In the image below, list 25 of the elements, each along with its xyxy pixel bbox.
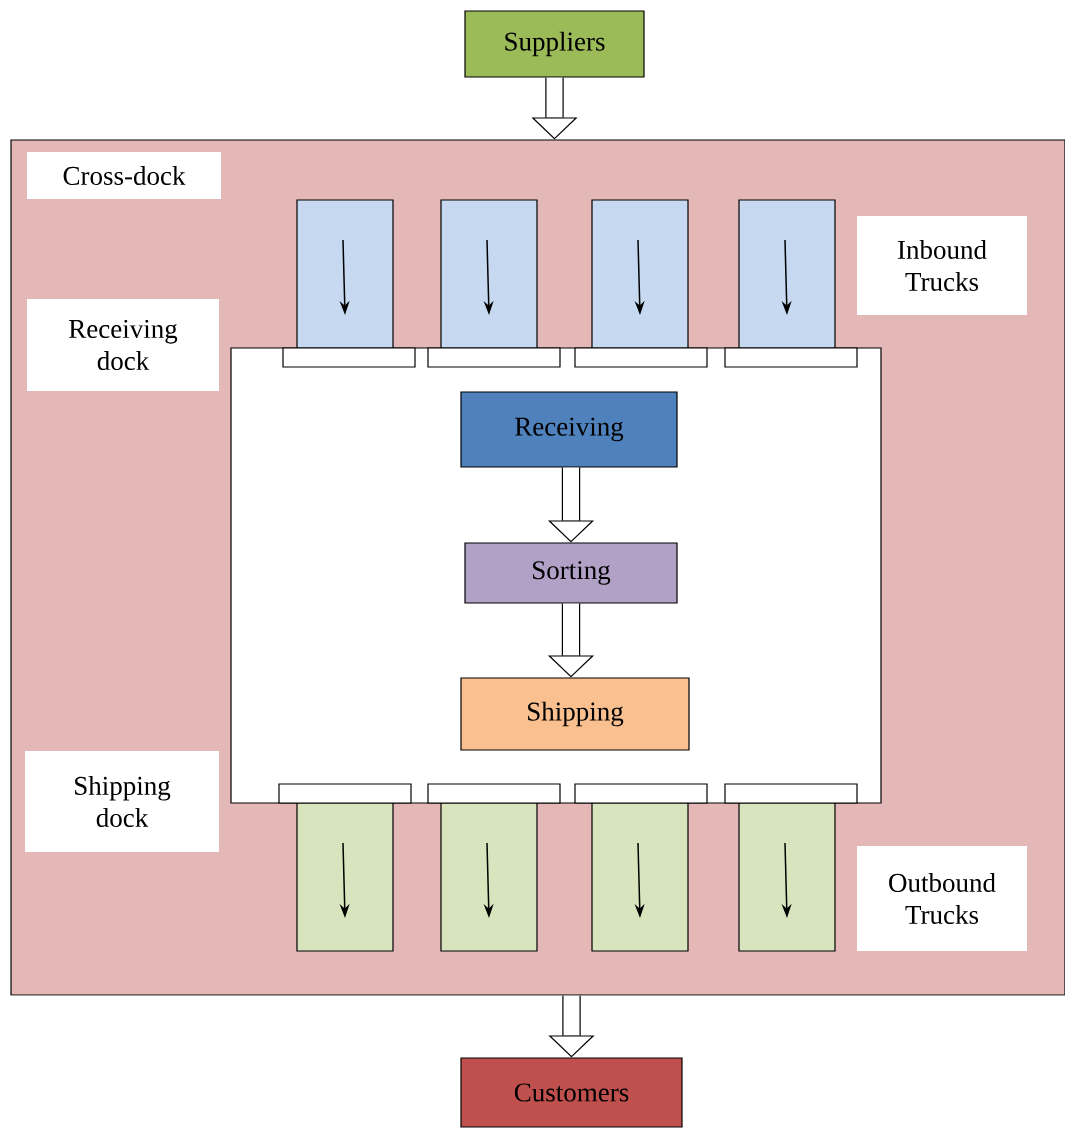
process-box: Customers	[460, 1057, 683, 1128]
truck-box	[591, 199, 689, 349]
dock-door	[574, 347, 708, 368]
process-box: Suppliers	[464, 10, 645, 78]
truck-box	[440, 802, 538, 952]
dock-door	[427, 347, 561, 368]
process-box: Shipping	[460, 677, 690, 751]
dock-door	[278, 783, 412, 804]
truck-box	[738, 802, 836, 952]
label-box: Outbound Trucks	[857, 846, 1027, 951]
truck-box	[591, 802, 689, 952]
label-box: Shipping dock	[25, 751, 219, 852]
truck-box	[440, 199, 538, 349]
truck-box	[296, 802, 394, 952]
label-box: Inbound Trucks	[857, 216, 1027, 315]
process-box: Receiving	[460, 391, 678, 468]
dock-door	[574, 783, 708, 804]
label-box: Receiving dock	[27, 299, 219, 391]
process-box: Sorting	[464, 542, 678, 604]
truck-box	[738, 199, 836, 349]
dock-door	[724, 347, 858, 368]
dock-door	[724, 783, 858, 804]
truck-box	[296, 199, 394, 349]
dock-door	[427, 783, 561, 804]
dock-door	[282, 347, 416, 368]
